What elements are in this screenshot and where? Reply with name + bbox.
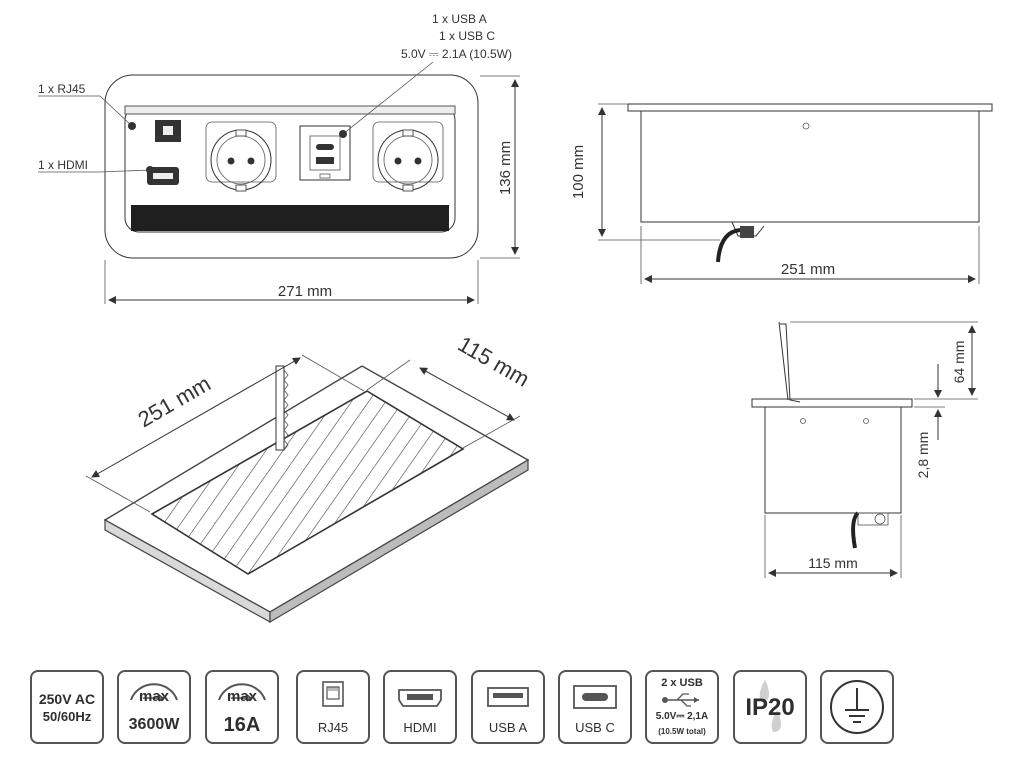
rj45-spec-label: RJ45 xyxy=(317,720,349,735)
dim-end-thickness: 2,8 mm xyxy=(915,432,931,479)
usb-total-icon: 2 x USB 5.0V⎓ 2,1A (10.5W total) xyxy=(645,670,719,744)
cutout-view: 251 mm 115 mm xyxy=(85,331,534,624)
max-current-line2: 16A xyxy=(223,714,261,736)
end-body xyxy=(764,406,902,514)
ground-icon xyxy=(820,670,894,744)
usb-c-port-icon xyxy=(573,685,617,709)
side-flange xyxy=(627,103,993,112)
dim-side-height: 100 mm xyxy=(570,145,587,199)
max-power-icon: max 3600W xyxy=(117,670,191,744)
hdmi-spec-label: HDMI xyxy=(403,720,437,735)
usb-a-spec-icon: USB A xyxy=(471,670,545,744)
lid-hinge xyxy=(124,105,456,115)
hdmi-port-icon xyxy=(398,689,442,707)
end-flange xyxy=(751,398,913,408)
socket-right xyxy=(372,121,444,192)
usb-c-spec-label: USB C xyxy=(575,720,615,735)
max-power-line1: max xyxy=(138,688,170,705)
gauge-arc-icon xyxy=(218,683,266,702)
label-usb-power: 5.0V ⎓ 2.1A (10.5W) xyxy=(401,47,512,61)
rj45-port-icon xyxy=(322,681,344,707)
dim-cutout-length: 251 mm xyxy=(134,371,215,432)
usb-total-line3: (10.5W total) xyxy=(658,727,706,736)
label-usb-c: 1 x USB C xyxy=(439,29,495,43)
gauge-arc-icon xyxy=(130,683,178,702)
usb-a-spec-label: USB A xyxy=(488,720,528,735)
usb-module xyxy=(299,125,351,181)
front-outer-frame xyxy=(104,74,479,259)
saw-icon xyxy=(275,365,289,451)
water-drops-icon xyxy=(759,680,781,732)
max-current-icon: max 16A xyxy=(205,670,279,744)
socket-left xyxy=(205,121,277,192)
ip-rating-icon: IP20 xyxy=(733,670,807,744)
max-power-line2: 3600W xyxy=(128,716,180,733)
side-body xyxy=(640,110,980,223)
spec-icons-row: 250V AC 50/60Hz max 3600W max 16A RJ45 xyxy=(30,670,900,750)
dim-cutout-width: 115 mm xyxy=(454,331,534,392)
usb-symbol-icon xyxy=(662,693,699,707)
usb-total-line2: 5.0V⎓ 2,1A xyxy=(655,711,709,722)
dim-end-width: 115 mm xyxy=(808,555,858,571)
hdmi-spec-icon: HDMI xyxy=(383,670,457,744)
label-rj45: 1 x RJ45 xyxy=(38,82,86,96)
usb-total-line1: 2 x USB xyxy=(661,677,703,689)
dim-front-width: 271 mm xyxy=(278,283,332,300)
rj45-spec-icon: RJ45 xyxy=(296,670,370,744)
voltage-line1: 250V AC xyxy=(38,691,96,707)
voltage-icon: 250V AC 50/60Hz xyxy=(30,670,104,744)
drawing-canvas: 1 x USB A 1 x USB C 5.0V ⎓ 2.1A (10.5W) … xyxy=(38,12,993,624)
end-view: 64 mm 2,8 mm 115 mm xyxy=(751,321,978,578)
dim-front-height: 136 mm xyxy=(497,141,514,195)
usb-a-port-icon xyxy=(487,687,529,707)
ip-rating-label: IP20 xyxy=(745,694,795,721)
max-current-line1: max xyxy=(226,688,258,705)
label-usb-a: 1 x USB A xyxy=(432,12,487,26)
earth-ground-icon xyxy=(830,680,884,734)
usb-c-spec-icon: USB C xyxy=(558,670,632,744)
dim-side-width: 251 mm xyxy=(781,261,835,278)
label-hdmi: 1 x HDMI xyxy=(38,158,88,172)
voltage-line2: 50/60Hz xyxy=(42,709,92,724)
brush-strip xyxy=(131,205,449,231)
dim-end-lid: 64 mm xyxy=(951,341,967,384)
front-view: 1 x USB A 1 x USB C 5.0V ⎓ 2.1A (10.5W) … xyxy=(38,12,520,304)
side-view: 100 mm 251 mm xyxy=(570,103,993,284)
